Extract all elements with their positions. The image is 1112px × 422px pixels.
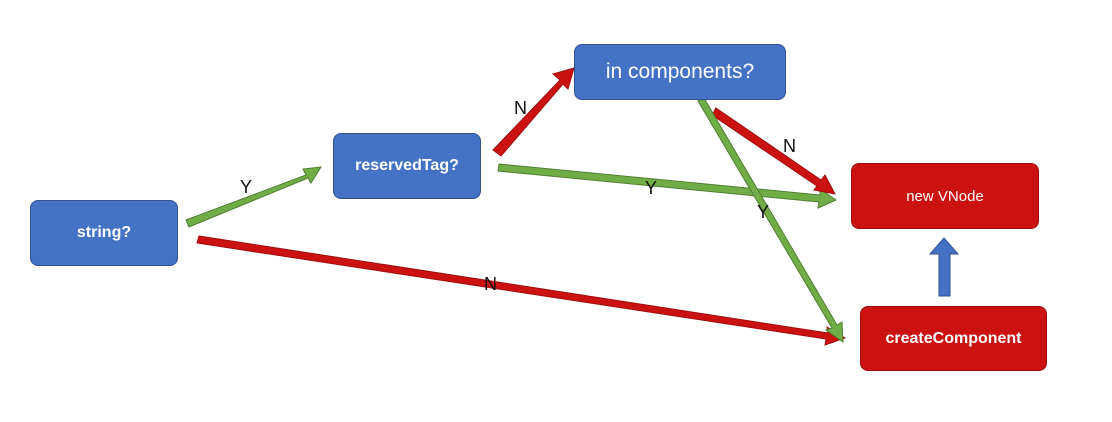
label-components-to-vnode: N (783, 136, 796, 156)
node-reserved-tag-check: reservedTag? (333, 133, 481, 199)
arrow-string-to-create (196, 235, 847, 346)
arrow-create-to-vnode (928, 237, 960, 297)
label-reserved-to-vnode: Y (645, 178, 657, 198)
node-new-vnode: new VNode (851, 163, 1039, 229)
arrow-reserved-to-vnode (497, 163, 838, 209)
arrow-reserved-to-components (492, 67, 575, 157)
node-in-components-check: in components? (574, 44, 786, 100)
label-string-to-reserved: Y (240, 177, 252, 197)
arrow-components-to-create (697, 97, 844, 344)
node-string-label: string? (76, 224, 132, 241)
arrow-string-to-reserved (185, 166, 322, 228)
label-string-to-create: N (484, 274, 497, 294)
node-new-vnode-label: new VNode (906, 187, 984, 205)
node-string-check: string? (30, 200, 178, 266)
node-create-component-label: createComponent (885, 329, 1022, 347)
label-components-to-create: Y (757, 202, 769, 222)
node-in-components-label: in components? (605, 60, 755, 83)
node-create-component: createComponent (860, 306, 1047, 371)
node-reserved-tag-label: reservedTag? (355, 157, 459, 174)
arrow-components-to-vnode (711, 107, 836, 195)
label-reserved-to-components: N (514, 98, 527, 118)
